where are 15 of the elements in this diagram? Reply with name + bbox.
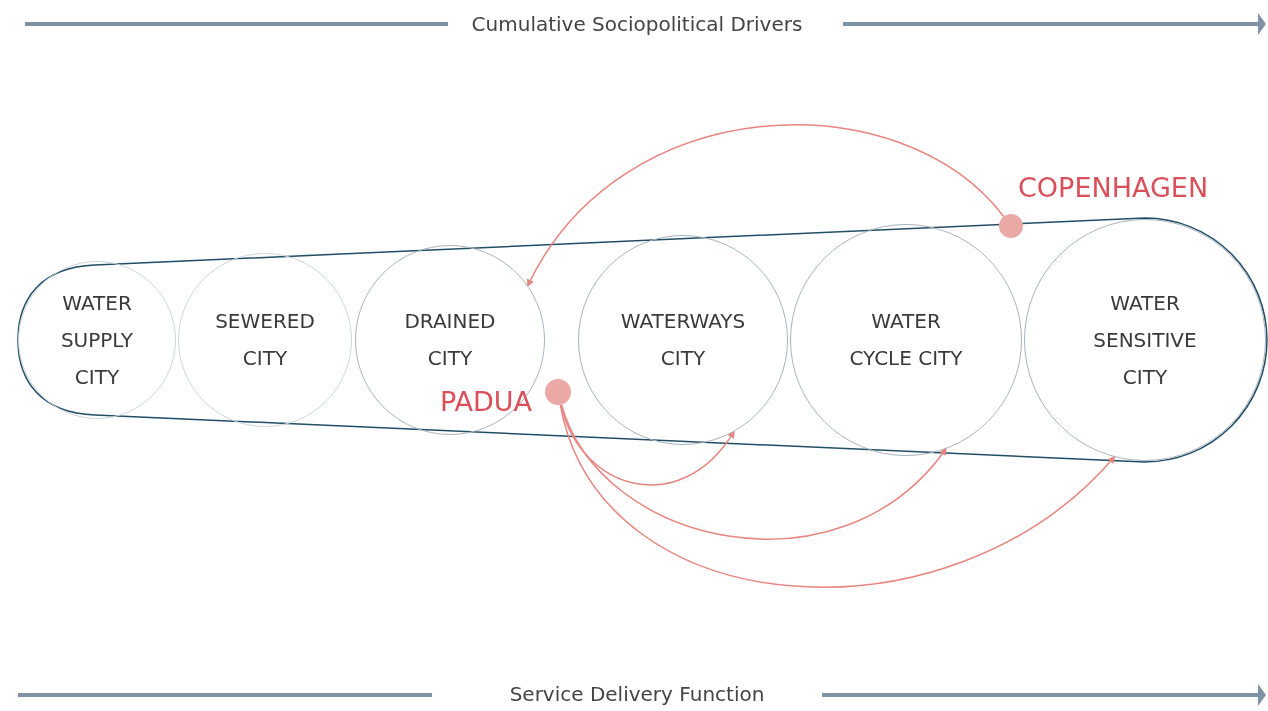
curved-arrow: [560, 403, 947, 540]
city-name: PADUA: [440, 386, 533, 417]
curved-arrow: [527, 124, 1005, 287]
city-marker-dot: [545, 379, 571, 405]
stage-label: WATER SENSITIVE CITY: [1092, 289, 1198, 391]
city-name: COPENHAGEN: [1018, 172, 1209, 203]
stage-label: WATER CYCLE CITY: [848, 308, 964, 372]
stage-label: DRAINED CITY: [403, 308, 497, 372]
stage-label: WATER SUPPLY CITY: [59, 289, 135, 391]
axis-label: Service Delivery Function: [509, 682, 765, 706]
stage-label: WATERWAYS CITY: [619, 308, 747, 372]
axis-label: Cumulative Sociopolitical Drivers: [471, 12, 803, 36]
curved-arrow: [559, 404, 1116, 588]
city-marker-dot: [999, 214, 1023, 238]
stage-label: SEWERED CITY: [214, 308, 316, 372]
